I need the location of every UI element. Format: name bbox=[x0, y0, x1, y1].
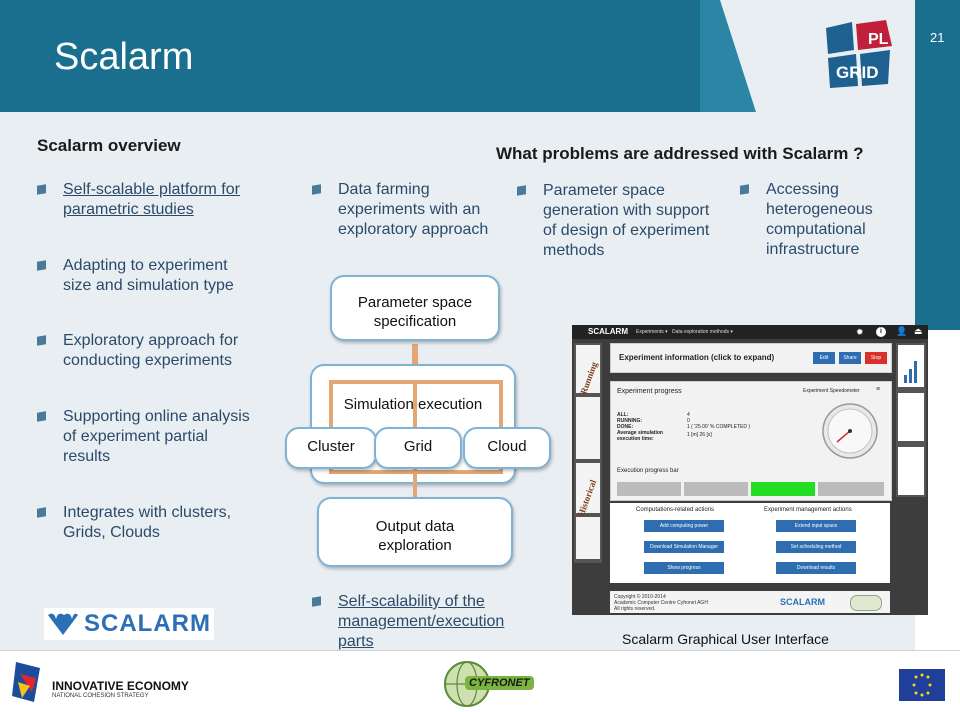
gui-stats: ALL: 4 RUNNING: 0 DONE: 1 ( '25.00' % CO… bbox=[617, 412, 751, 442]
gui-experiment-info[interactable]: Experiment information (click to expand)… bbox=[610, 343, 892, 373]
gui-progress-panel: Experiment progress Experiment Speedomet… bbox=[610, 381, 892, 501]
thumbnail[interactable] bbox=[576, 463, 600, 513]
gui-caption: Scalarm Graphical User Interface bbox=[622, 631, 829, 647]
right-band bbox=[915, 0, 960, 330]
gui-actions-panel: Computations-related actions Experiment … bbox=[610, 503, 890, 583]
gui-progress-bar-label: Execution progress bar bbox=[617, 468, 679, 474]
chart-thumbnail[interactable] bbox=[898, 393, 924, 441]
stop-button[interactable]: Stop bbox=[865, 352, 887, 364]
bullet-integrates: Integrates with clusters,Grids, Clouds bbox=[37, 503, 231, 543]
bullet-icon bbox=[37, 411, 46, 422]
box-cluster: Cluster bbox=[285, 427, 377, 469]
info-icon[interactable]: i bbox=[876, 327, 886, 337]
scalarm-gui-screenshot: SCALARM Experiments ▾ Data exploration m… bbox=[572, 325, 928, 615]
connector-cluster-down bbox=[329, 380, 333, 428]
scalarm-logo-icon bbox=[48, 613, 78, 635]
gui-progress-title: Experiment progress bbox=[617, 388, 682, 395]
innovative-economy-text: INNOVATIVE ECONOMY bbox=[52, 679, 189, 693]
gui-brand: SCALARM bbox=[588, 327, 628, 336]
chart-thumbnail[interactable] bbox=[898, 345, 924, 387]
arrow-down-2 bbox=[413, 474, 417, 498]
progress-segment bbox=[818, 482, 884, 496]
cyfronet-small-logo-icon bbox=[850, 595, 882, 611]
box-grid: Grid bbox=[374, 427, 462, 469]
gui-chart-list bbox=[896, 343, 926, 497]
bullet-icon bbox=[517, 185, 526, 196]
gui-comp-actions-title: Computations-related actions bbox=[636, 507, 715, 513]
progress-segment bbox=[617, 482, 681, 496]
thumbnail[interactable] bbox=[576, 345, 600, 393]
edit-button[interactable]: Edit bbox=[813, 352, 835, 364]
menu-icon[interactable]: ≡ bbox=[876, 386, 881, 393]
plgrid-logo-icon: PL GRID bbox=[826, 20, 892, 88]
cyfronet-logo: CYFRONET bbox=[443, 660, 537, 708]
gui-menu-data-exploration[interactable]: Data exploration methods ▾ bbox=[672, 329, 733, 335]
bullet-icon bbox=[740, 184, 749, 195]
thumbnail[interactable] bbox=[576, 397, 600, 459]
share-button[interactable]: Share bbox=[839, 352, 861, 364]
gui-exp-actions-title: Experiment management actions bbox=[764, 507, 852, 513]
slide-title: Scalarm bbox=[54, 36, 194, 78]
gui-experiment-list: Running Historical bbox=[574, 343, 602, 563]
progress-segment-done bbox=[751, 482, 815, 496]
gui-footer-brand: SCALARM bbox=[780, 597, 825, 607]
bullet-icon bbox=[37, 335, 46, 346]
svg-text:GRID: GRID bbox=[836, 63, 879, 82]
set-scheduling-method-button[interactable]: Set scheduling method bbox=[776, 541, 856, 553]
progress-segment bbox=[684, 482, 748, 496]
user-icon[interactable]: 👤 bbox=[896, 326, 908, 336]
gui-navbar: SCALARM Experiments ▾ Data exploration m… bbox=[572, 325, 928, 339]
connector-grid-down bbox=[413, 380, 417, 428]
page-number: 21 bbox=[930, 30, 945, 45]
eu-flag-icon bbox=[899, 669, 945, 701]
gear-icon[interactable]: ✹ bbox=[856, 327, 864, 337]
arrow-down-1 bbox=[412, 344, 418, 366]
scalarm-logo-text: SCALARM bbox=[84, 610, 211, 637]
gui-speedometer-title: Experiment Speedometer bbox=[803, 388, 860, 394]
bullet-icon bbox=[312, 596, 321, 607]
download-simulation-manager-button[interactable]: Download Simulation Manager bbox=[644, 541, 724, 553]
show-progress-button[interactable]: Show progress bbox=[644, 562, 724, 574]
overview-heading: Scalarm overview bbox=[37, 136, 181, 155]
innovative-economy-subtext: NATIONAL COHESION STRATEGY bbox=[52, 693, 149, 699]
eject-icon[interactable]: ⏏ bbox=[914, 326, 923, 336]
bullet-icon bbox=[312, 184, 321, 195]
extend-input-space-button[interactable]: Extend input space bbox=[776, 520, 856, 532]
thumbnail[interactable] bbox=[576, 517, 600, 559]
gui-menu-experiments[interactable]: Experiments ▾ bbox=[636, 329, 668, 335]
connector-cloud-down bbox=[499, 380, 503, 428]
box-cloud: Cloud bbox=[463, 427, 551, 469]
bullet-icon bbox=[37, 184, 46, 195]
speedometer-gauge-icon bbox=[822, 403, 878, 459]
bullet-icon bbox=[37, 507, 46, 518]
bullet-icon bbox=[37, 260, 46, 271]
cyfronet-text: CYFRONET bbox=[465, 676, 534, 690]
scalarm-logo: SCALARM bbox=[44, 608, 214, 640]
svg-text:PL: PL bbox=[868, 31, 889, 48]
add-computing-power-button[interactable]: Add computing power bbox=[644, 520, 724, 532]
problems-heading: What problems are addressed with Scalarm… bbox=[496, 144, 864, 163]
download-results-button[interactable]: Download results bbox=[776, 562, 856, 574]
gui-info-title: Experiment information (click to expand) bbox=[619, 353, 775, 362]
innovative-economy-logo-icon bbox=[12, 662, 40, 702]
chart-thumbnail[interactable] bbox=[898, 447, 924, 495]
